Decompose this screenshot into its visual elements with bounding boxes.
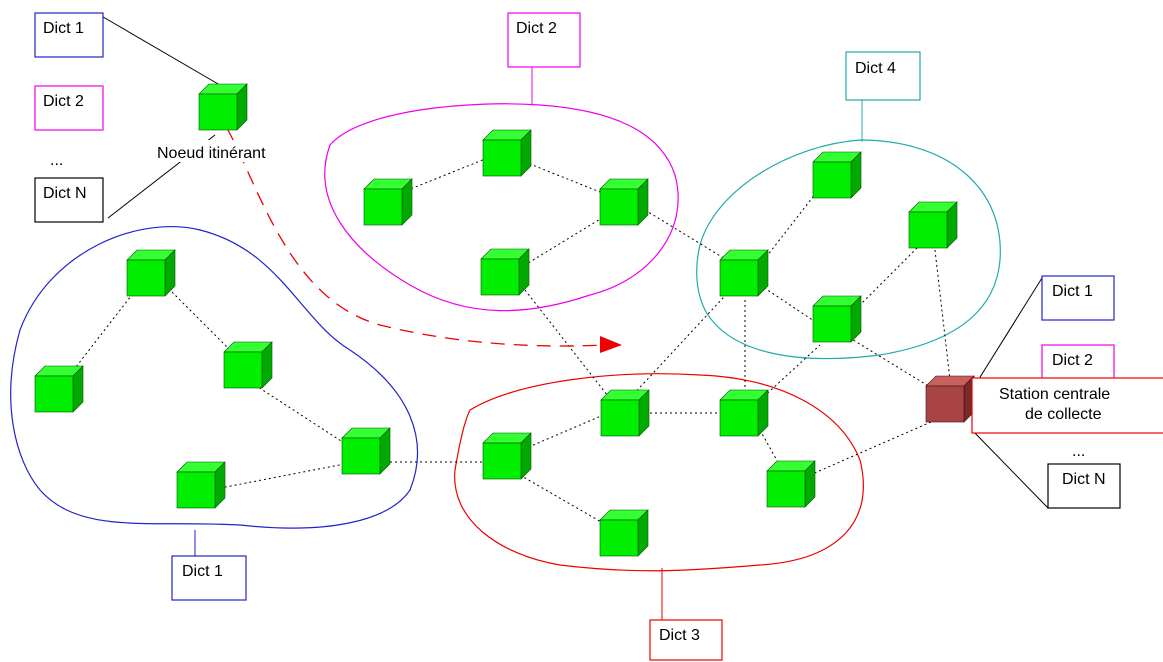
node-icon [223,341,273,389]
cluster3-label-box [649,619,723,661]
arrowhead-icon [600,336,622,353]
right-legend: Dict 1 Dict 2 Station centrale de collec… [971,275,1163,509]
node-icon [34,365,84,413]
node-icon [480,248,530,296]
node-icon [482,432,532,480]
node-icon [482,129,532,177]
cluster2-label-box [507,12,581,68]
cluster4-label-box [845,51,921,101]
legend-dict2-label: Dict 2 [43,93,84,110]
node-icon [126,249,176,297]
legend-dict2-box [34,85,104,131]
right-dictN-box [1047,463,1121,509]
cluster4-label: Dict 4 [855,60,896,77]
cluster-1-outline [10,226,418,529]
node-icon [363,178,413,226]
mobile-node-label-group: Noeud itinérant [157,140,292,162]
network-links [57,154,951,531]
node-icon [599,178,649,226]
right-dict2-label: Dict 2 [1052,352,1093,369]
cluster3-label: Dict 3 [659,627,700,644]
cluster-4-outline [696,139,1001,360]
node-icon [600,389,650,437]
node-icon [719,389,769,437]
node-icon [766,460,816,508]
node-icon [719,249,769,297]
left-legend: Dict 1 Dict 2 ... Dict N [34,12,104,223]
station-label-line2: de collecte [1025,406,1102,423]
node-icon [812,151,862,199]
right-dictN-label: Dict N [1062,471,1106,488]
mobile-node-label: Noeud itinérant [157,145,266,162]
right-dict1-label: Dict 1 [1052,283,1093,300]
cluster1-label: Dict 1 [182,563,223,580]
station-label-box [971,377,1163,434]
node-icon [341,427,391,475]
cluster-3-outline [454,373,864,572]
node-icon [908,201,958,249]
trajectory-arrow [227,129,606,347]
cluster-labels: Dict 2 Dict 4 Dict 1 Dict 3 [171,12,921,661]
cluster1-label-box [171,555,247,601]
legend-dictN-label: Dict N [43,185,87,202]
cluster-2-outline [324,103,679,312]
node-icon [812,295,862,343]
right-legend-dots: ... [1072,443,1085,460]
station-node-icon [925,375,975,423]
legend-dots: ... [50,152,63,169]
station-label-line1: Station centrale [999,386,1110,403]
node-icon [198,83,248,131]
right-dict1-box [1041,275,1115,321]
cluster2-label: Dict 2 [516,20,557,37]
legend-dictN-box [34,177,104,223]
legend-dict1-box [34,12,104,58]
node-icon [599,509,649,557]
node-icon [176,461,226,509]
legend-dict1-label: Dict 1 [43,20,84,37]
